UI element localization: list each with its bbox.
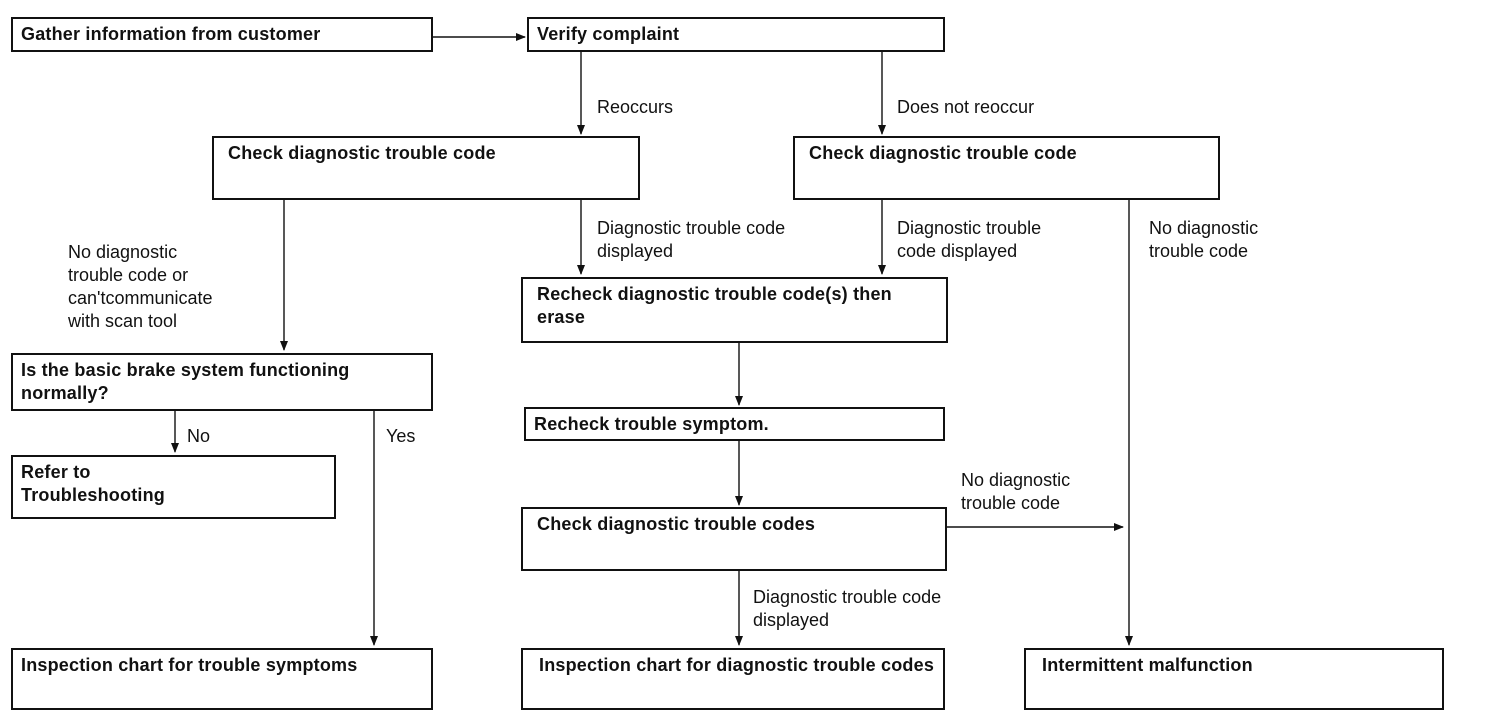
label-dtc-displayed-3: Diagnostic trouble code displayed bbox=[753, 587, 942, 630]
node-verify-complaint: Verify complaint bbox=[527, 17, 945, 52]
label-no-dtc-mid: No diagnostic trouble code bbox=[961, 470, 1071, 513]
node-gather-info: Gather information from customer bbox=[11, 17, 433, 52]
label-does-not-reoccur: Does not reoccur bbox=[897, 97, 1035, 117]
node-basic-brake-question: Is the basic brake system functioning no… bbox=[11, 353, 433, 411]
label-yes: Yes bbox=[386, 426, 416, 446]
node-check-codes: Check diagnostic trouble codes bbox=[521, 507, 947, 571]
node-recheck-symptom: Recheck trouble symptom. bbox=[524, 407, 945, 441]
node-chart-trouble-symptoms: Inspection chart for trouble symptoms bbox=[11, 648, 433, 710]
node-chart-diagnostic-codes: Inspection chart for diagnostic trouble … bbox=[521, 648, 945, 710]
node-intermittent-malfunction: Intermittent malfunction bbox=[1024, 648, 1444, 710]
label-no-dtc-or-comm: No diagnostic trouble code or can'tcommu… bbox=[68, 242, 213, 331]
node-check-dtc-left: Check diagnostic trouble code bbox=[212, 136, 640, 200]
label-no-dtc-right: No diagnostic trouble code bbox=[1149, 218, 1259, 261]
label-reoccurs: Reoccurs bbox=[597, 97, 674, 117]
label-dtc-displayed-2: Diagnostic trouble code displayed bbox=[897, 218, 1042, 261]
node-refer-troubleshooting: Refer to Troubleshooting bbox=[11, 455, 336, 519]
label-no: No bbox=[187, 426, 211, 446]
node-recheck-codes: Recheck diagnostic trouble code(s) then … bbox=[521, 277, 948, 343]
node-check-dtc-right: Check diagnostic trouble code bbox=[793, 136, 1220, 200]
label-dtc-displayed-1: Diagnostic trouble code displayed bbox=[597, 218, 786, 261]
